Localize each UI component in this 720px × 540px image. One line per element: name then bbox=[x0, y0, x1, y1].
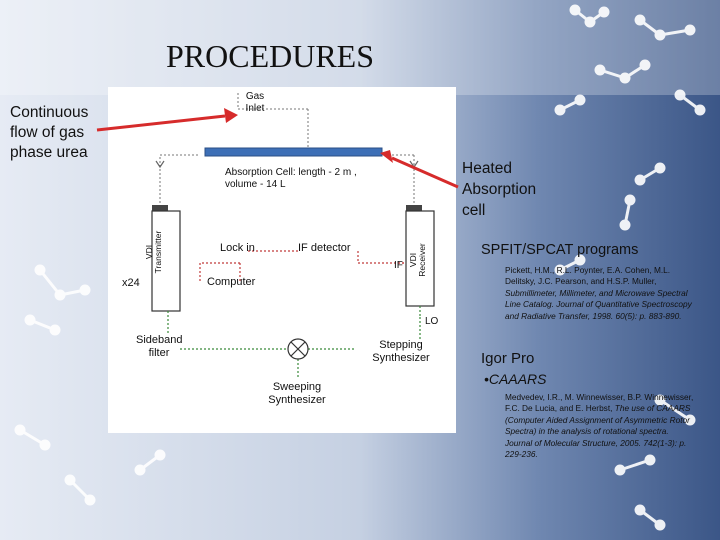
sweeping-synthesizer-label: Sweeping Synthesizer bbox=[262, 381, 332, 407]
spfit-reference: Pickett, H.M., R.L. Poynter, E.A. Cohen,… bbox=[505, 265, 695, 322]
cell-label-line1: Absorption Cell: length - 2 m , bbox=[225, 167, 357, 178]
transmitter-label-line2: Transmitter bbox=[153, 230, 163, 274]
transmitter-horn bbox=[152, 205, 168, 211]
receiver-horn bbox=[406, 205, 422, 211]
diagram-lines bbox=[151, 93, 435, 379]
cell-label: Absorption Cell: length - 2 m , volume -… bbox=[225, 167, 357, 191]
spfit-reference-authors: Pickett, H.M., R.L. Poynter, E.A. Cohen,… bbox=[505, 265, 671, 287]
caaars-reference-authors: Medvedev, I.R., M. Winnewisser, B.P. Win… bbox=[505, 392, 694, 414]
stepping-synthesizer-line1: Stepping bbox=[379, 339, 423, 351]
gas-inlet-line1: Gas bbox=[245, 91, 265, 102]
computer-label: Computer bbox=[207, 276, 256, 288]
flow-annotation-line2: flow of gas bbox=[10, 124, 85, 141]
sideband-filter-line1: Sideband bbox=[136, 334, 183, 346]
igor-title: Igor Pro bbox=[481, 350, 535, 367]
flow-annotation-line1: Continuous bbox=[10, 104, 89, 121]
if-label: IF bbox=[394, 260, 403, 271]
lo-label: LO bbox=[425, 316, 439, 327]
sweeping-synthesizer-line1: Sweeping bbox=[272, 381, 322, 393]
spectrometer-diagram: Gas Inlet Absorption Cell: length - 2 m … bbox=[108, 87, 456, 433]
spfit-reference-title: Submillimeter, Millimeter, and Microwave… bbox=[505, 287, 692, 321]
heated-cell-annotation: Heated Absorption cell bbox=[462, 158, 536, 221]
caaars-bullet: •CAAARS bbox=[484, 371, 547, 387]
transmitter-box bbox=[151, 210, 181, 312]
heated-annotation-line2: Absorption bbox=[462, 181, 537, 198]
lock-in-label: Lock in bbox=[220, 242, 255, 254]
sideband-filter-line2: filter bbox=[148, 347, 170, 359]
receiver-label-line2: Receiver bbox=[417, 243, 427, 277]
heated-annotation-line1: Heated bbox=[462, 160, 512, 177]
spfit-title: SPFIT/SPCAT programs bbox=[481, 242, 639, 258]
slide-title: PROCEDURES bbox=[165, 38, 375, 74]
caaars-reference: Medvedev, I.R., M. Winnewisser, B.P. Win… bbox=[505, 392, 695, 460]
stepping-synthesizer-line2: Synthesizer bbox=[372, 352, 430, 364]
cell-label-line2: volume - 14 L bbox=[225, 179, 286, 190]
gas-inlet-label: Gas Inlet bbox=[240, 91, 270, 115]
sweeping-synthesizer-line2: Synthesizer bbox=[268, 394, 326, 406]
receiver-label: VDI Receiver bbox=[408, 225, 427, 295]
absorption-cell bbox=[204, 147, 383, 157]
x24-label: x24 bbox=[122, 277, 140, 289]
caaars-reference-title: The use of CAAARS (Computer Aided Assign… bbox=[505, 403, 691, 460]
gas-inlet-line2: Inlet bbox=[245, 103, 265, 114]
receiver-box bbox=[405, 210, 435, 307]
flow-annotation: Continuous flow of gas phase urea bbox=[10, 103, 88, 163]
network-decoration bbox=[14, 4, 706, 531]
flow-annotation-line3: phase urea bbox=[10, 144, 88, 161]
transmitter-label: VDI Transmitter bbox=[144, 217, 163, 287]
heated-annotation-line3: cell bbox=[462, 202, 486, 219]
sideband-filter-label: Sideband filter bbox=[136, 334, 183, 360]
if-detector-label: IF detector bbox=[298, 242, 351, 254]
stepping-synthesizer-label: Stepping Synthesizer bbox=[366, 339, 436, 365]
